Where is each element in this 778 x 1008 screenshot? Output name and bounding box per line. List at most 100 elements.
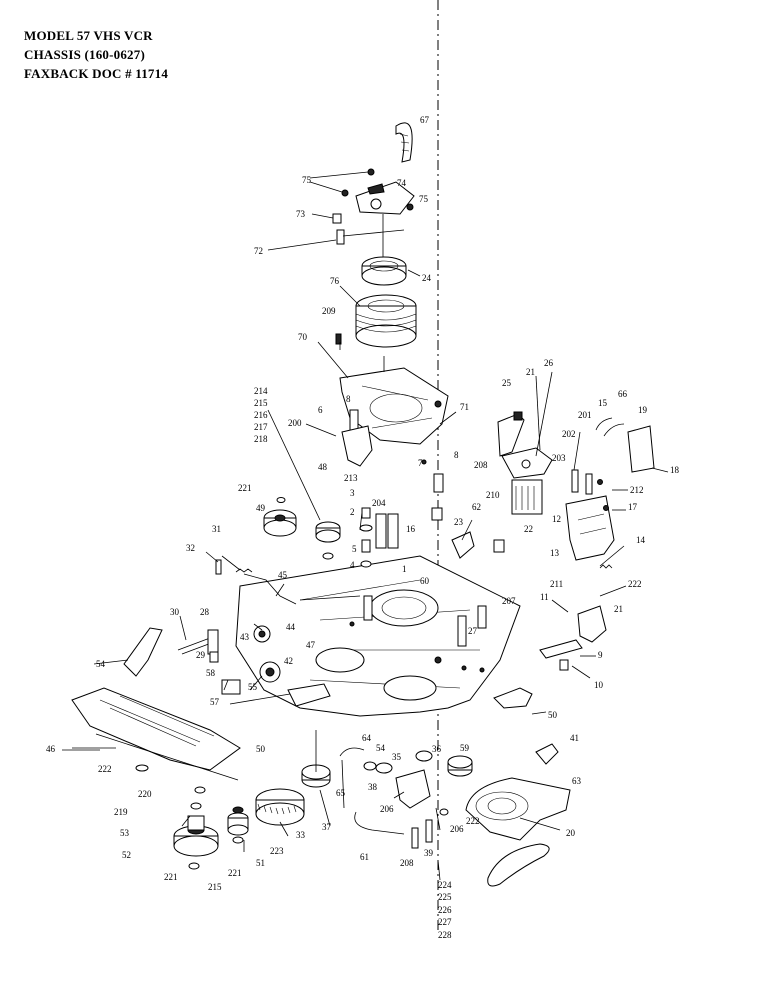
callout-33: 33 bbox=[296, 830, 306, 840]
callout-20: 20 bbox=[566, 828, 576, 838]
callout-215b: 215 bbox=[208, 882, 222, 892]
callout-2: 2 bbox=[350, 507, 355, 517]
callout-64: 64 bbox=[362, 733, 372, 743]
callout-21b: 21 bbox=[614, 604, 623, 614]
pulley-part-35 bbox=[375, 762, 393, 774]
callout-208a: 208 bbox=[474, 460, 488, 470]
callout-218: 218 bbox=[254, 434, 268, 444]
callout-74: 74 bbox=[397, 178, 407, 188]
faxback-doc-number: FAXBACK DOC # 11714 bbox=[24, 66, 169, 81]
washer-part-222c bbox=[439, 808, 449, 816]
callout-27: 27 bbox=[468, 626, 478, 636]
callout-28: 28 bbox=[200, 607, 210, 617]
screw-part-75b bbox=[341, 189, 349, 197]
callout-63: 63 bbox=[572, 776, 582, 786]
washer-part-219 bbox=[190, 802, 202, 810]
callout-15: 15 bbox=[598, 398, 608, 408]
callout-222c: 222 bbox=[466, 816, 480, 826]
callout-52: 52 bbox=[122, 850, 131, 860]
pin-part-8b bbox=[433, 473, 444, 493]
washer-part-222b bbox=[135, 764, 149, 772]
callout-212: 212 bbox=[630, 485, 644, 495]
washer-part-221a bbox=[276, 497, 286, 503]
pin-part-32 bbox=[215, 559, 222, 575]
callout-46: 46 bbox=[46, 744, 56, 754]
callout-25: 25 bbox=[502, 378, 512, 388]
link-part-45 bbox=[243, 573, 297, 605]
block-part-22 bbox=[511, 479, 543, 515]
callout-12: 12 bbox=[552, 514, 561, 524]
callout-6: 6 bbox=[318, 405, 323, 415]
callout-45: 45 bbox=[278, 570, 288, 580]
belt-part-20 bbox=[487, 843, 550, 887]
callout-14: 14 bbox=[636, 535, 646, 545]
guide-part-6 bbox=[341, 425, 373, 467]
callout-13: 13 bbox=[550, 548, 560, 558]
callout-228: 228 bbox=[438, 930, 452, 940]
callout-9: 9 bbox=[598, 650, 603, 660]
gear-part-58 bbox=[221, 679, 241, 695]
callout-61: 61 bbox=[360, 852, 369, 862]
callout-222b: 222 bbox=[98, 764, 112, 774]
callout-53: 53 bbox=[120, 828, 130, 838]
callout-217: 217 bbox=[254, 422, 268, 432]
front-loader-part-40 bbox=[71, 687, 241, 771]
spring-part-66 bbox=[595, 417, 613, 431]
callout-1: 1 bbox=[402, 564, 407, 574]
screw-part-73 bbox=[332, 213, 342, 224]
gear-part-36 bbox=[415, 750, 433, 762]
plate-part-21b bbox=[577, 605, 607, 643]
callout-65: 65 bbox=[336, 788, 346, 798]
callout-206b: 206 bbox=[450, 824, 464, 834]
callout-59: 59 bbox=[460, 743, 470, 753]
right-upper-components bbox=[431, 411, 655, 569]
callout-44: 44 bbox=[286, 622, 296, 632]
callout-32: 32 bbox=[186, 543, 195, 553]
callout-19: 19 bbox=[638, 405, 648, 415]
left-components bbox=[62, 497, 399, 781]
callout-49: 49 bbox=[256, 503, 266, 513]
callout-labels: 67 75 74 75 73 72 24 76 209 70 214 215 2… bbox=[46, 115, 680, 940]
callout-72: 72 bbox=[254, 246, 263, 256]
callout-203: 203 bbox=[552, 453, 566, 463]
callout-209: 209 bbox=[322, 306, 336, 316]
pin-part-7 bbox=[431, 507, 443, 521]
lever-part-50 bbox=[493, 687, 533, 709]
callout-206a: 206 bbox=[380, 804, 394, 814]
callout-41: 41 bbox=[570, 733, 579, 743]
callout-221c: 221 bbox=[228, 868, 242, 878]
callout-18: 18 bbox=[670, 465, 680, 475]
drum-cutout bbox=[369, 589, 439, 627]
lever-part-9 bbox=[539, 639, 583, 659]
callout-60: 60 bbox=[420, 576, 430, 586]
callout-26: 26 bbox=[544, 358, 554, 368]
chassis-number: CHASSIS (160-0627) bbox=[24, 47, 145, 62]
callout-57: 57 bbox=[210, 697, 220, 707]
pulley-part-64 bbox=[363, 761, 377, 771]
callout-7: 7 bbox=[418, 458, 423, 468]
callout-48: 48 bbox=[318, 462, 328, 472]
callout-201: 201 bbox=[578, 410, 592, 420]
plate-part-19 bbox=[627, 425, 655, 473]
callout-29: 29 bbox=[196, 650, 206, 660]
callout-22: 22 bbox=[524, 524, 533, 534]
lower-components bbox=[135, 730, 571, 887]
callout-213: 213 bbox=[344, 473, 358, 483]
model-title: MODEL 57 VHS VCR bbox=[24, 28, 153, 43]
bracket-part-13 bbox=[565, 495, 615, 561]
callout-225: 225 bbox=[438, 892, 452, 902]
callout-51: 51 bbox=[256, 858, 265, 868]
callout-23: 23 bbox=[454, 517, 464, 527]
callout-38: 38 bbox=[368, 782, 378, 792]
callout-226: 226 bbox=[438, 905, 452, 915]
callout-75a: 75 bbox=[302, 175, 312, 185]
callout-37: 37 bbox=[322, 822, 332, 832]
arm-part-23 bbox=[451, 531, 475, 559]
callout-8b: 8 bbox=[454, 450, 459, 460]
link-part-41 bbox=[535, 743, 559, 765]
callout-11: 11 bbox=[540, 592, 549, 602]
callout-21: 21 bbox=[526, 367, 535, 377]
lever-part-54 bbox=[123, 627, 163, 677]
callout-67: 67 bbox=[420, 115, 430, 125]
